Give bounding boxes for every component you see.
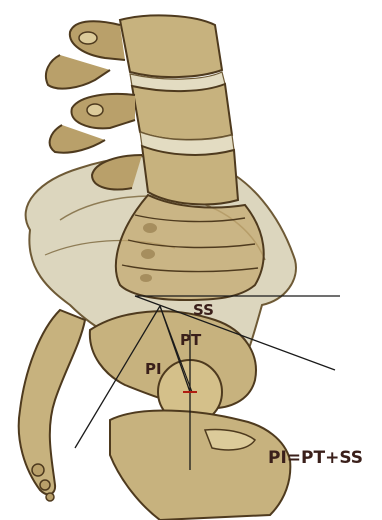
coccyx — [19, 310, 85, 501]
formula-caption: PI=PT+SS — [268, 448, 363, 468]
label-ss: SS — [193, 301, 214, 319]
label-pi: PI — [145, 360, 162, 378]
label-pt: PT — [180, 331, 202, 349]
femur — [110, 411, 290, 520]
sacrum — [116, 195, 264, 300]
